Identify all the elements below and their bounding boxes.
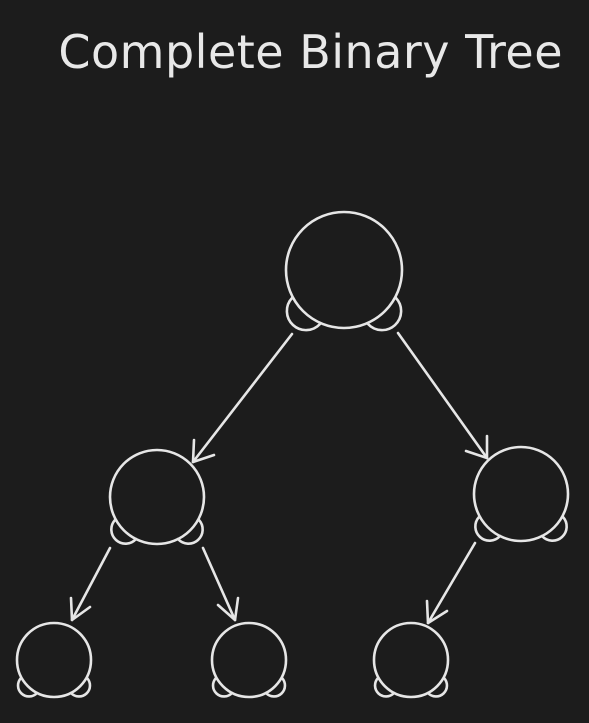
tree-node-leaf-2: [210, 621, 288, 699]
edge-root-left: [191, 332, 294, 464]
diagram-title: Complete Binary Tree: [58, 25, 563, 79]
edge-left-leftleaf: [69, 546, 112, 622]
tree-node-leaf-3: [372, 621, 450, 699]
edge-left-rightleaf: [201, 546, 240, 622]
tree-node-right: [472, 445, 570, 543]
edge-right-leftleaf: [425, 541, 477, 625]
tree-node-leaf-1: [15, 621, 93, 699]
edge-root-right: [396, 331, 489, 460]
tree-node-left: [108, 448, 206, 546]
tree-node-root: [284, 210, 404, 332]
